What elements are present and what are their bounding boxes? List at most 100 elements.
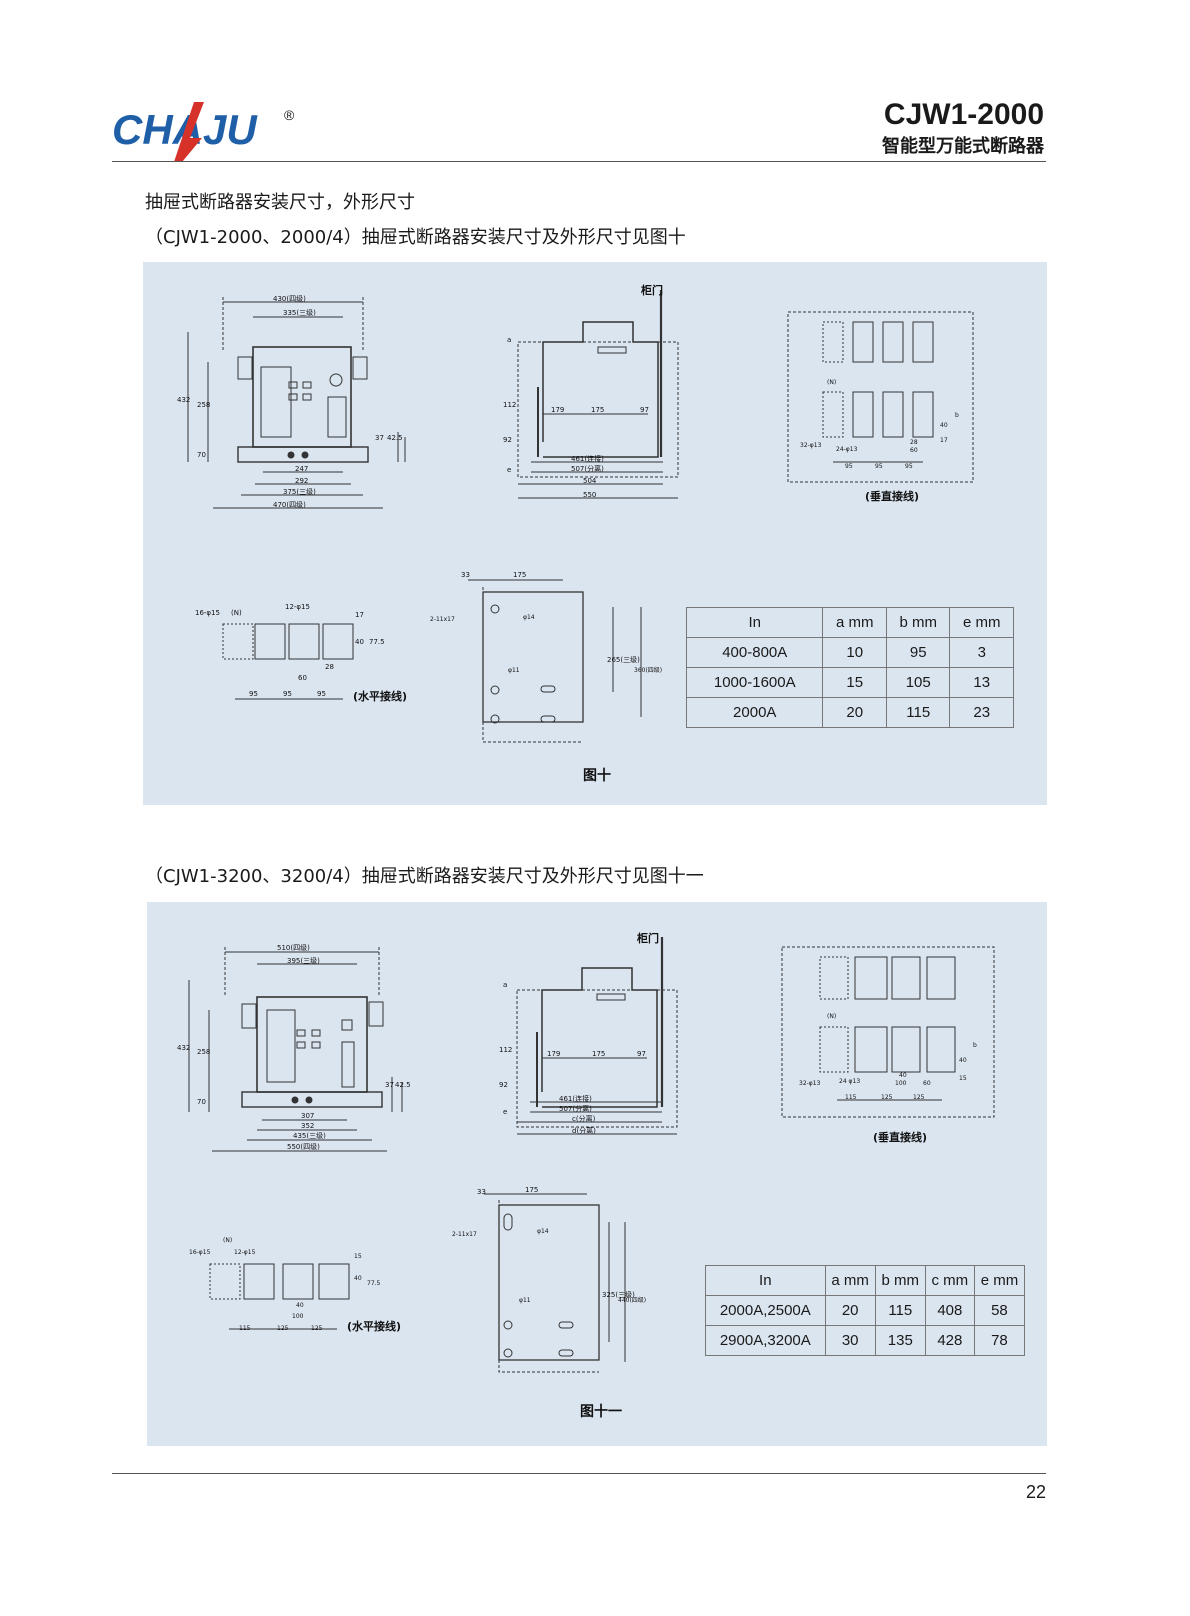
front-b1-label: 247 — [295, 465, 308, 473]
base-d1-label: 33 — [477, 1188, 486, 1196]
horiz-d2-label: 40 — [354, 1275, 362, 1282]
vert-d4-label: 40 — [959, 1057, 967, 1064]
table-header-cell: a mm — [824, 1265, 876, 1296]
vert-b-label: b — [955, 412, 959, 419]
base-h1-label: 265(三级) — [607, 655, 640, 664]
logo-red-swoosh — [174, 102, 204, 162]
table-cell: 135 — [874, 1325, 926, 1356]
front-h2-label: 258 — [197, 401, 210, 409]
horiz-s1-label: 95 — [249, 690, 258, 698]
table-cell: 2000A,2500A — [705, 1295, 826, 1326]
front-w3p-label: 395(三级) — [287, 956, 320, 965]
table-cell: 20 — [822, 697, 887, 728]
side-d3-label: 97 — [637, 1050, 646, 1058]
horiz-h2-label: 12-φ15 — [234, 1249, 256, 1256]
base-d1-label: 33 — [461, 571, 470, 579]
side-d3-label: 97 — [640, 406, 649, 414]
vert-d2-label: 100 — [895, 1080, 907, 1087]
table-cell: 10 — [822, 637, 887, 668]
side-h1-label: 112 — [499, 1046, 512, 1054]
base-slot-label: 2-11x17 — [430, 616, 455, 623]
horizontal-wiring-label: (水平接线) — [353, 689, 407, 703]
front-h3-label: 70 — [197, 1098, 206, 1106]
horiz-d4-label: 40 — [296, 1302, 304, 1309]
horiz-d1-label: 17 — [355, 611, 364, 619]
side-e-label: e — [503, 1108, 507, 1116]
side-a-label: a — [507, 336, 511, 344]
vert-h2-label: 24 φ13 — [839, 1078, 860, 1085]
front-b4-label: 470(四级) — [273, 500, 306, 509]
side-view: 柜门 a e 112 92 179 175 97 461(连接) 507(分离)… — [499, 931, 678, 1135]
vert-h1-label: 32-φ13 — [799, 1080, 821, 1087]
table-cell: 408 — [924, 1295, 975, 1326]
base-slot-label: 2-11x17 — [452, 1231, 477, 1238]
figure11-caption: 图十一 — [580, 1403, 622, 1420]
side-l4-label: d(分离) — [572, 1126, 596, 1135]
vert-d1-label: 40 — [899, 1072, 907, 1079]
table-row: 2000A,2500A 20 115 408 58 — [705, 1295, 1026, 1326]
vert-d4-label: 17 — [940, 437, 948, 444]
vert-d3-label: 60 — [923, 1080, 931, 1087]
side-d1-label: 179 — [547, 1050, 560, 1058]
vert-h2-label: 24-φ13 — [836, 446, 858, 453]
vert-d1-label: 28 — [910, 439, 918, 446]
table-cell: 2000A — [685, 697, 824, 728]
table-row: 400-800A 10 95 3 — [685, 637, 1014, 668]
front-r2-label: 42.5 — [387, 434, 403, 442]
horiz-d5-label: 60 — [298, 674, 307, 682]
front-b4-label: 550(四级) — [287, 1142, 320, 1151]
base-hole2-label: φ11 — [508, 667, 520, 674]
front-w4p-label: 430(四级) — [273, 294, 306, 303]
horiz-s2-label: 125 — [277, 1325, 289, 1332]
front-w3p-label: 335(三级) — [283, 308, 316, 317]
chaju-logo: CHAJU ® — [112, 102, 295, 162]
front-w4p-label: 510(四级) — [277, 943, 310, 952]
vert-d2-label: 60 — [910, 447, 918, 454]
table-row: 2900A,3200A 30 135 428 78 — [705, 1325, 1026, 1356]
figure11-drawing: 510(四级) 395(三级) 432 258 70 37 42.5 307 3… — [177, 931, 995, 1420]
front-b2-label: 352 — [301, 1122, 314, 1130]
table-cell: 3 — [949, 637, 1014, 668]
horiz-d1-label: 15 — [354, 1253, 362, 1260]
vert-s2-label: 125 — [881, 1094, 893, 1101]
vert-d3-label: 40 — [940, 422, 948, 429]
page-number: 22 — [1025, 1482, 1046, 1502]
horiz-n-label: (N) — [231, 609, 242, 617]
horiz-d3-label: 77.5 — [369, 638, 385, 646]
cabinet-door-label: 柜门 — [640, 283, 663, 297]
base-h1-label: 325(三级) — [602, 1290, 635, 1299]
table-header-cell: e mm — [949, 607, 1014, 638]
table-cell: 1000-1600A — [685, 667, 824, 698]
front-view: 430(四级) 335(三级) 432 258 70 37 42.5 247 2… — [177, 294, 406, 509]
side-a-label: a — [503, 981, 507, 989]
base-plan-view: 33 175 2-11x17 φ14 φ11 265(三级) 360(四级) — [430, 571, 662, 743]
vert-d5-label: 15 — [959, 1075, 967, 1082]
table-cell: 30 — [824, 1325, 876, 1356]
table-cell: 400-800A — [685, 637, 824, 668]
front-h2-label: 258 — [197, 1048, 210, 1056]
table-cell: 105 — [885, 667, 951, 698]
base-hole1-label: φ14 — [537, 1228, 549, 1235]
figure10-drawing: 430(四级) 335(三级) 432 258 70 37 42.5 247 2… — [177, 283, 974, 784]
table-cell: 15 — [822, 667, 887, 698]
table-cell: 13 — [949, 667, 1014, 698]
front-view: 510(四级) 395(三级) 432 258 70 37 42.5 307 3… — [177, 943, 411, 1152]
vert-s3-label: 125 — [913, 1094, 925, 1101]
base-hole1-label: φ14 — [523, 614, 535, 621]
front-b3-label: 375(三级) — [283, 487, 316, 496]
vertical-wiring-view: (N) 32-φ13 24 φ13 115 125 125 40 100 60 … — [781, 946, 995, 1144]
side-l2-label: 507(分离) — [571, 464, 604, 473]
vert-s2-label: 95 — [875, 463, 883, 470]
front-b1-label: 307 — [301, 1112, 314, 1120]
base-d2-label: 175 — [525, 1186, 538, 1194]
vert-h1-label: 32-φ13 — [800, 442, 822, 449]
model-title: CJW1-2000 — [883, 98, 1044, 131]
base-h2-label: 440(四级) — [618, 1296, 646, 1304]
section1-subheading: （CJW1-2000、2000/4）抽屉式断路器安装尺寸及外形尺寸见图十 — [145, 227, 686, 248]
horizontal-wiring-view: (N) 16-φ15 12-φ15 15 40 77.5 40 100 115 … — [189, 1237, 401, 1333]
side-h1-label: 112 — [503, 401, 516, 409]
figure11-panel: 510(四级) 395(三级) 432 258 70 37 42.5 307 3… — [147, 902, 1047, 1446]
table-cell: 58 — [973, 1295, 1026, 1326]
section2-subheading: （CJW1-3200、3200/4）抽屉式断路器安装尺寸及外形尺寸见图十一 — [145, 866, 704, 887]
horiz-d5-label: 100 — [292, 1313, 304, 1320]
